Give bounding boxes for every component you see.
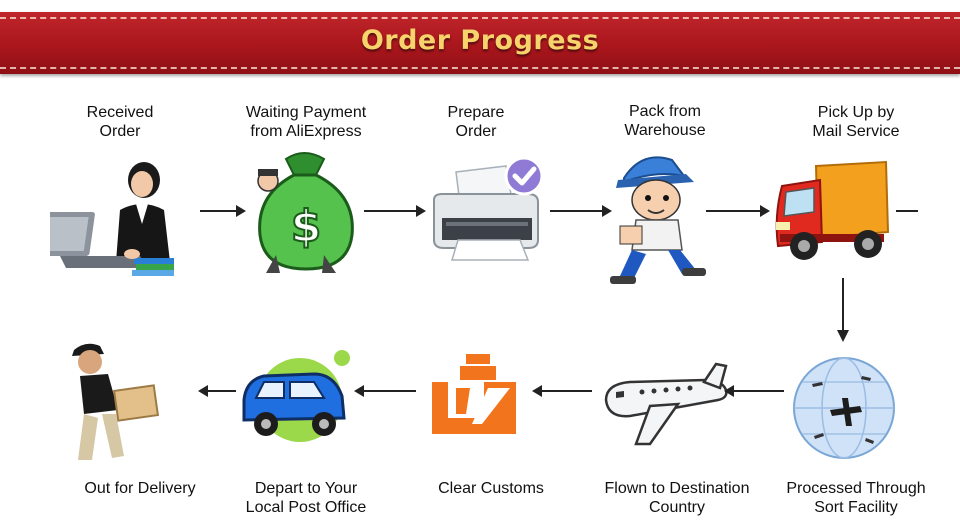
arrow-8 [198,385,236,397]
step-customs-label: Clear Customs [438,480,544,497]
worker-icon [610,156,706,284]
laptop-woman-icon [50,162,174,276]
airplane-icon [604,362,728,446]
arrow-down [837,278,849,342]
svg-text:$: $ [291,201,322,252]
arrow-1 [200,205,246,217]
arrow-6 [532,385,592,397]
arrow-5 [724,385,784,397]
arrow-3 [550,205,612,217]
title-banner: Order Progress [0,12,960,74]
globe-icon [793,357,895,459]
customs-icon [432,354,516,434]
courier-icon [72,343,160,460]
money-bag-icon: $ [257,152,354,273]
printer-icon [433,156,544,261]
banner-title: Order Progress [360,25,600,56]
arrow-4 [706,205,770,217]
truck-icon [775,160,890,260]
car-icon [242,350,350,442]
arrow-2 [364,205,426,217]
arrow-7 [354,385,416,397]
arrow-tail-right [896,210,918,212]
step-delivery-label: Out for Delivery [84,480,196,497]
